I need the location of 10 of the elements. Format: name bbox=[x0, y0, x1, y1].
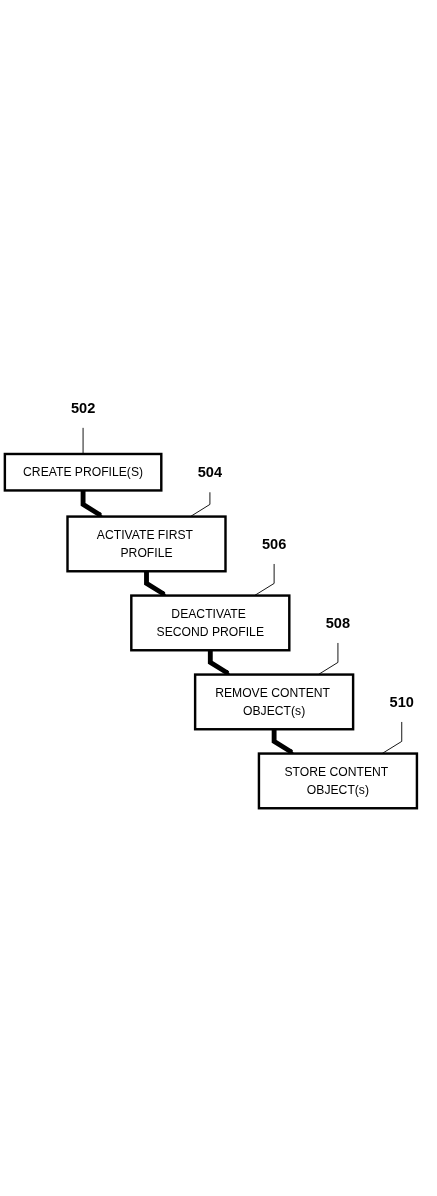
node-text: 504 bbox=[197, 463, 223, 481]
node-box: ACTIVATE FIRST PROFILE bbox=[66, 515, 227, 573]
node-box: DEACTIVATE SECOND PROFILE bbox=[130, 594, 291, 652]
node-box: CREATE PROFILE(S) bbox=[3, 452, 163, 492]
node-box: STORE CONTENT OBJECT(s) bbox=[257, 752, 419, 810]
node-box: REMOVE CONTENT OBJECT(s) bbox=[193, 673, 355, 731]
node-text: 510 bbox=[389, 693, 414, 710]
node-text: 508 bbox=[325, 614, 351, 631]
node-text: 506 bbox=[261, 535, 287, 552]
node-text: 502 bbox=[70, 399, 96, 416]
